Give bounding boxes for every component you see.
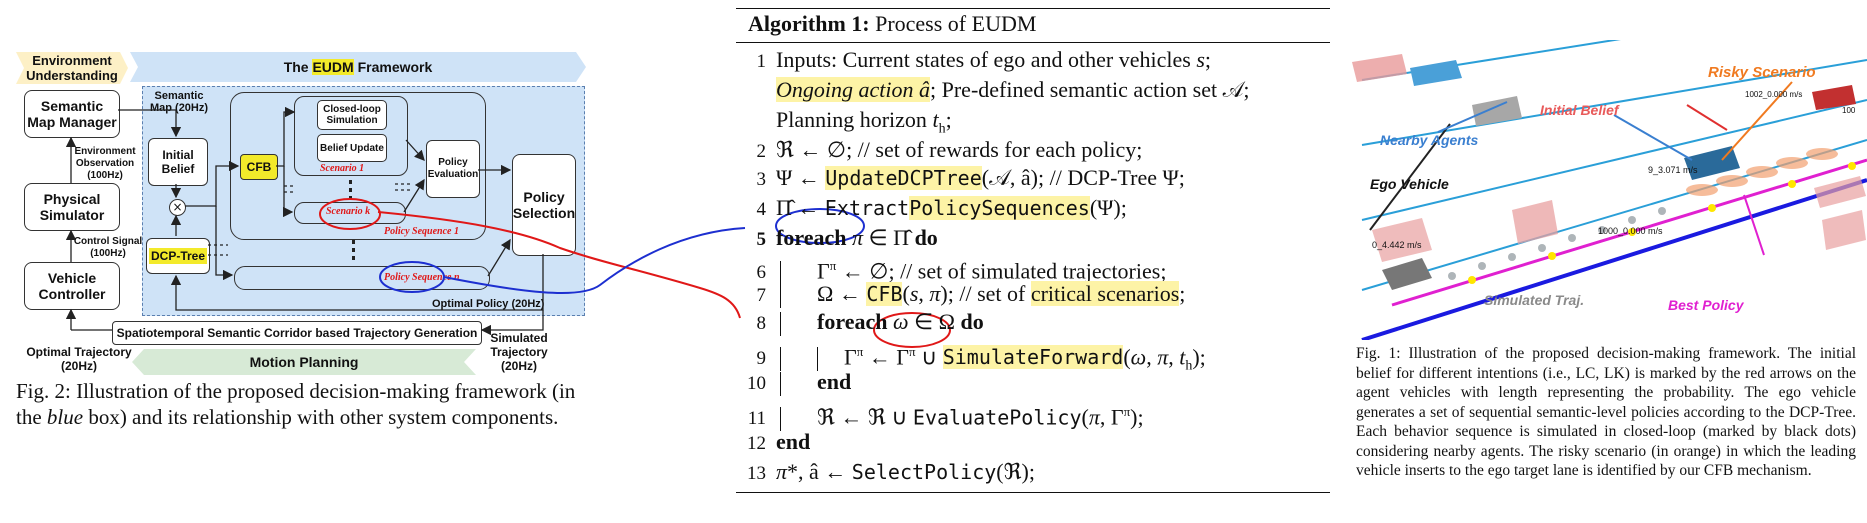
semantic-map-manager-box: Semantic Map Manager [24,90,120,138]
algorithm-bottom-rule [736,492,1330,493]
initial-belief-box: Initial Belief [148,138,208,186]
algo-line-1b: Ongoing action â; Pre-defined semantic a… [776,77,1250,102]
motion-planning-banner [132,349,476,375]
nearby-agents-label: Nearby Agents [1380,132,1479,148]
algorithm-title: Algorithm 1: Process of EUDM [748,11,1037,36]
dcp-tree-box: DCP-Tree [146,238,210,274]
semantic-map-label: Semantic Map (20Hz) [149,90,209,114]
fig2-connectors [65,106,544,336]
policy-sequence-n-label: Policy Sequence n [384,272,460,283]
cfb-box: CFB [240,154,278,180]
env-observation-label: Environment Observation (100Hz) [74,146,136,181]
scenario-1-label: Scenario 1 [320,163,365,174]
algo-line-1c: Planning horizon th; [776,107,952,137]
policy-sequence-1-label: Policy Sequence 1 [384,226,459,237]
optimal-policy-label: Optimal Policy (20Hz) [432,298,545,310]
motion-planning-label: Motion Planning [249,354,359,370]
optimal-trajectory-label: Optimal Trajectory (20Hz) [26,345,132,373]
ssc-box: Spatiotemporal Semantic Corridor based T… [112,321,482,345]
speed-label-4: 0_4.442 m/s [1372,240,1422,250]
ego-vehicle-label: Ego Vehicle [1370,176,1449,192]
fig1-scene [1352,40,1867,340]
risky-scenario-label: Risky Scenario [1708,64,1816,81]
speed-label-1: 9_3.071 m/s [1648,165,1698,175]
simulated-trajectory-label: Simulated Trajectory (20Hz) [490,331,548,373]
fig1-caption: Fig. 1: Illustration of the proposed dec… [1356,345,1856,479]
control-signal-label: Control Signal (100Hz) [73,236,143,259]
algorithm-header-rule [736,42,1330,43]
vehicle-controller-box: Vehicle Controller [24,262,120,310]
closed-loop-box: Closed-loop Simulation [317,100,387,130]
best-policy-label: Best Policy [1668,297,1744,313]
policy-sequence-n-box [234,266,490,290]
scenario-1-box [294,96,408,176]
speed-label-3: 1000_0.000 m/s [1598,226,1663,236]
scenario-k-label: Scenario k [326,206,371,217]
algorithm-top-rule [736,8,1330,9]
physical-simulator-box: Physical Simulator [24,183,120,231]
belief-update-box: Belief Update [317,134,387,162]
initial-belief-label: Initial Belief [1540,102,1619,118]
env-understanding-banner [16,52,128,84]
tiny-label-1: 100 [1842,106,1856,115]
scenario-k-box [294,202,406,224]
framework-title: The EUDM Framework [283,59,433,75]
simulated-traj-label: Simulated Traj. [1484,292,1585,308]
framework-banner [130,52,586,82]
vehicle-boxes [1352,54,1866,290]
speed-label-2: 1002_0.000 m/s [1745,90,1803,99]
policy-selection-box: Policy Selection [512,154,576,256]
fig2-caption: Fig. 2: Illustration of the proposed dec… [16,379,576,429]
env-understanding-label: Environment Understanding [26,53,118,83]
policy-evaluation-box: Policy Evaluation [426,140,480,198]
